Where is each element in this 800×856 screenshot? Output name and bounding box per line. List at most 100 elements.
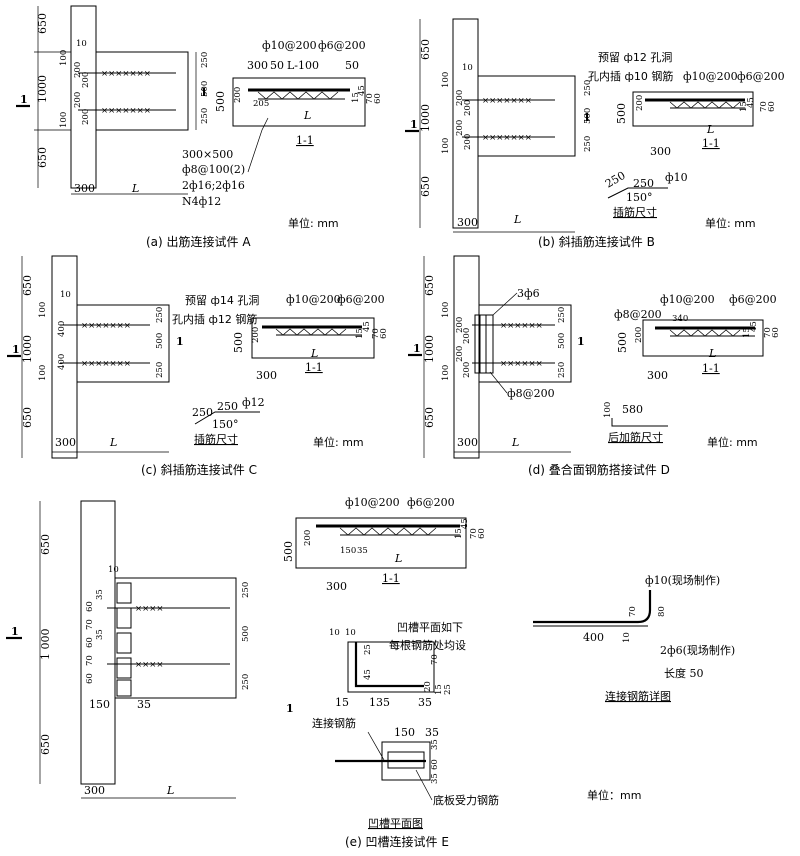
slab-b <box>477 75 576 157</box>
dim-spacing-b3: 200 <box>455 120 465 136</box>
sec-e-r70: 70 <box>469 528 479 539</box>
section-d-outline <box>642 319 764 357</box>
groove-side-45: 45 <box>363 669 373 680</box>
sec-c-dim-500: 500 <box>232 332 245 353</box>
dim-spacing-b2: 200 <box>463 100 473 116</box>
dim-100-bot-d: 100 <box>441 365 451 381</box>
beam-note-a1: 300×500 <box>182 148 233 161</box>
dim-300-c: 300 <box>55 436 76 449</box>
dim-L-c: L <box>109 436 117 449</box>
insert-c-phi: ф12 <box>242 396 265 409</box>
panel-e: ×××× ×××× 650 1 000 650 60 70 60 70 60 3… <box>6 496 735 849</box>
dim-1000-a: 1000 <box>36 75 49 103</box>
groove-section-outline <box>347 641 435 693</box>
plan-title: 凹槽平面图 <box>368 817 423 830</box>
plan-dim-35b: 35 <box>430 739 440 750</box>
sec-b-title: 1-1 <box>702 137 720 150</box>
sec-a-dim-L100: L-100 <box>287 59 319 72</box>
groove-sp-e5: 60 <box>85 673 95 684</box>
dim-spacing-c1: 400 <box>57 321 67 337</box>
dim-650-top-e: 650 <box>39 534 52 555</box>
insert-title-b: 插筋尺寸 <box>613 205 657 219</box>
groove-side-25: 25 <box>363 644 373 655</box>
dim-right-c3: 250 <box>155 362 165 378</box>
groove-sp-e6: 35 <box>95 589 105 600</box>
dim-spacing-d1: 200 <box>455 317 465 333</box>
dim-right-e3: 250 <box>241 674 251 690</box>
dim-300-b: 300 <box>457 216 478 229</box>
groove-sp-e3: 60 <box>85 637 95 648</box>
dim-right-a1: 250 <box>200 52 210 68</box>
sec-c-300: 300 <box>256 369 277 382</box>
unit-e: 单位：mm <box>587 788 641 802</box>
sec-d-top1: ф10@200 <box>660 293 715 306</box>
add-bar-d <box>611 418 668 427</box>
dim-150-e: 150 <box>89 698 110 711</box>
sec-e-title: 1-1 <box>382 572 400 585</box>
groove-side-20: 20 <box>423 681 433 692</box>
dim-L-a: L <box>131 182 139 195</box>
panel-c: ××××××× ××××××× 650 1000 650 100 100 400… <box>7 255 389 477</box>
groove-section-bar <box>354 642 424 688</box>
groove-top-10b: 10 <box>345 628 356 638</box>
dim-1000-d: 1000 <box>423 335 436 363</box>
section-mark-d-right: 1 <box>577 335 585 348</box>
dim-right-b1: 250 <box>583 80 593 96</box>
sec-e-top2: ф6@200 <box>407 496 455 509</box>
sec-e-r15: 15 <box>454 528 464 539</box>
groove-sp-e2: 70 <box>85 619 95 630</box>
groove-note-e2: 每根钢筋处均设 <box>389 638 466 652</box>
groove-bot-35: 35 <box>418 696 432 709</box>
dim-1000-e: 1 000 <box>39 629 52 661</box>
dim-35-e: 35 <box>137 698 151 711</box>
plan-bottom-note: 底板受力钢筋 <box>433 793 499 807</box>
sec-d-r15: 15 <box>742 327 752 338</box>
section-mark-c: 1 <box>12 343 20 356</box>
sec-e-r60: 60 <box>477 528 487 539</box>
unit-c: 单位: mm <box>313 435 364 449</box>
section-mark-b: 1 <box>410 118 418 131</box>
sec-d-r45: 45 <box>749 321 759 332</box>
groove-side-15: 15 <box>434 684 444 695</box>
slab-a <box>95 51 189 131</box>
dim-right-e2: 500 <box>241 626 251 642</box>
sec-d-top0: ф8@200 <box>614 308 662 321</box>
detail-dim-10: 10 <box>622 632 632 643</box>
detail-dim-400: 400 <box>583 631 604 644</box>
dim-10-e: 10 <box>108 565 119 575</box>
caption-c: (c) 斜插筋连接试件 C <box>141 462 257 477</box>
sec-b-top2: ф6@200 <box>737 70 785 83</box>
caption-e: (e) 凹槽连接试件 E <box>345 834 449 849</box>
sec-a-dim-500: 500 <box>214 91 227 112</box>
groove-side-70: 70 <box>430 654 440 665</box>
sec-d-340: 340 <box>672 314 688 324</box>
dim-right-e1: 250 <box>241 582 251 598</box>
cross-marks-c1: ××××××× <box>81 321 131 331</box>
dim-right-a3: 250 <box>200 108 210 124</box>
insert-c-250a: 250 <box>192 406 213 419</box>
section-d-truss <box>669 329 741 337</box>
panel-b: ××××××× ××××××× 650 1000 650 100 100 200… <box>405 18 785 249</box>
insert-b-phi: ф10 <box>665 171 688 184</box>
dim-650-top-a: 650 <box>36 13 49 34</box>
dim-100-top-a: 100 <box>59 50 69 66</box>
hole-note-b2: 孔内插 ф10 钢筋 <box>588 69 673 83</box>
dim-spacing-b1: 200 <box>455 90 465 106</box>
sec-c-top2: ф6@200 <box>337 293 385 306</box>
insert-b-250a: 250 <box>603 169 628 191</box>
dim-650-bot-e: 650 <box>39 734 52 755</box>
dim-100-bot-a: 100 <box>59 112 69 128</box>
dim-spacing-a2: 200 <box>81 72 91 88</box>
sec-b-dim-200: 200 <box>635 95 645 111</box>
dim-L-d: L <box>511 436 519 449</box>
cross-marks-b1: ××××××× <box>482 96 532 106</box>
sec-a-dim-300: 300 <box>247 59 268 72</box>
dim-100-bot-b: 100 <box>441 138 451 154</box>
cross-marks-d2: ×××××× <box>500 359 543 369</box>
dim-L-e: L <box>166 784 174 797</box>
insert-bar-b <box>607 187 668 199</box>
beam-note-a3: 2ф16;2ф16 <box>182 179 245 192</box>
sec-b-r60: 60 <box>767 101 777 112</box>
groove-e1 <box>116 582 132 604</box>
